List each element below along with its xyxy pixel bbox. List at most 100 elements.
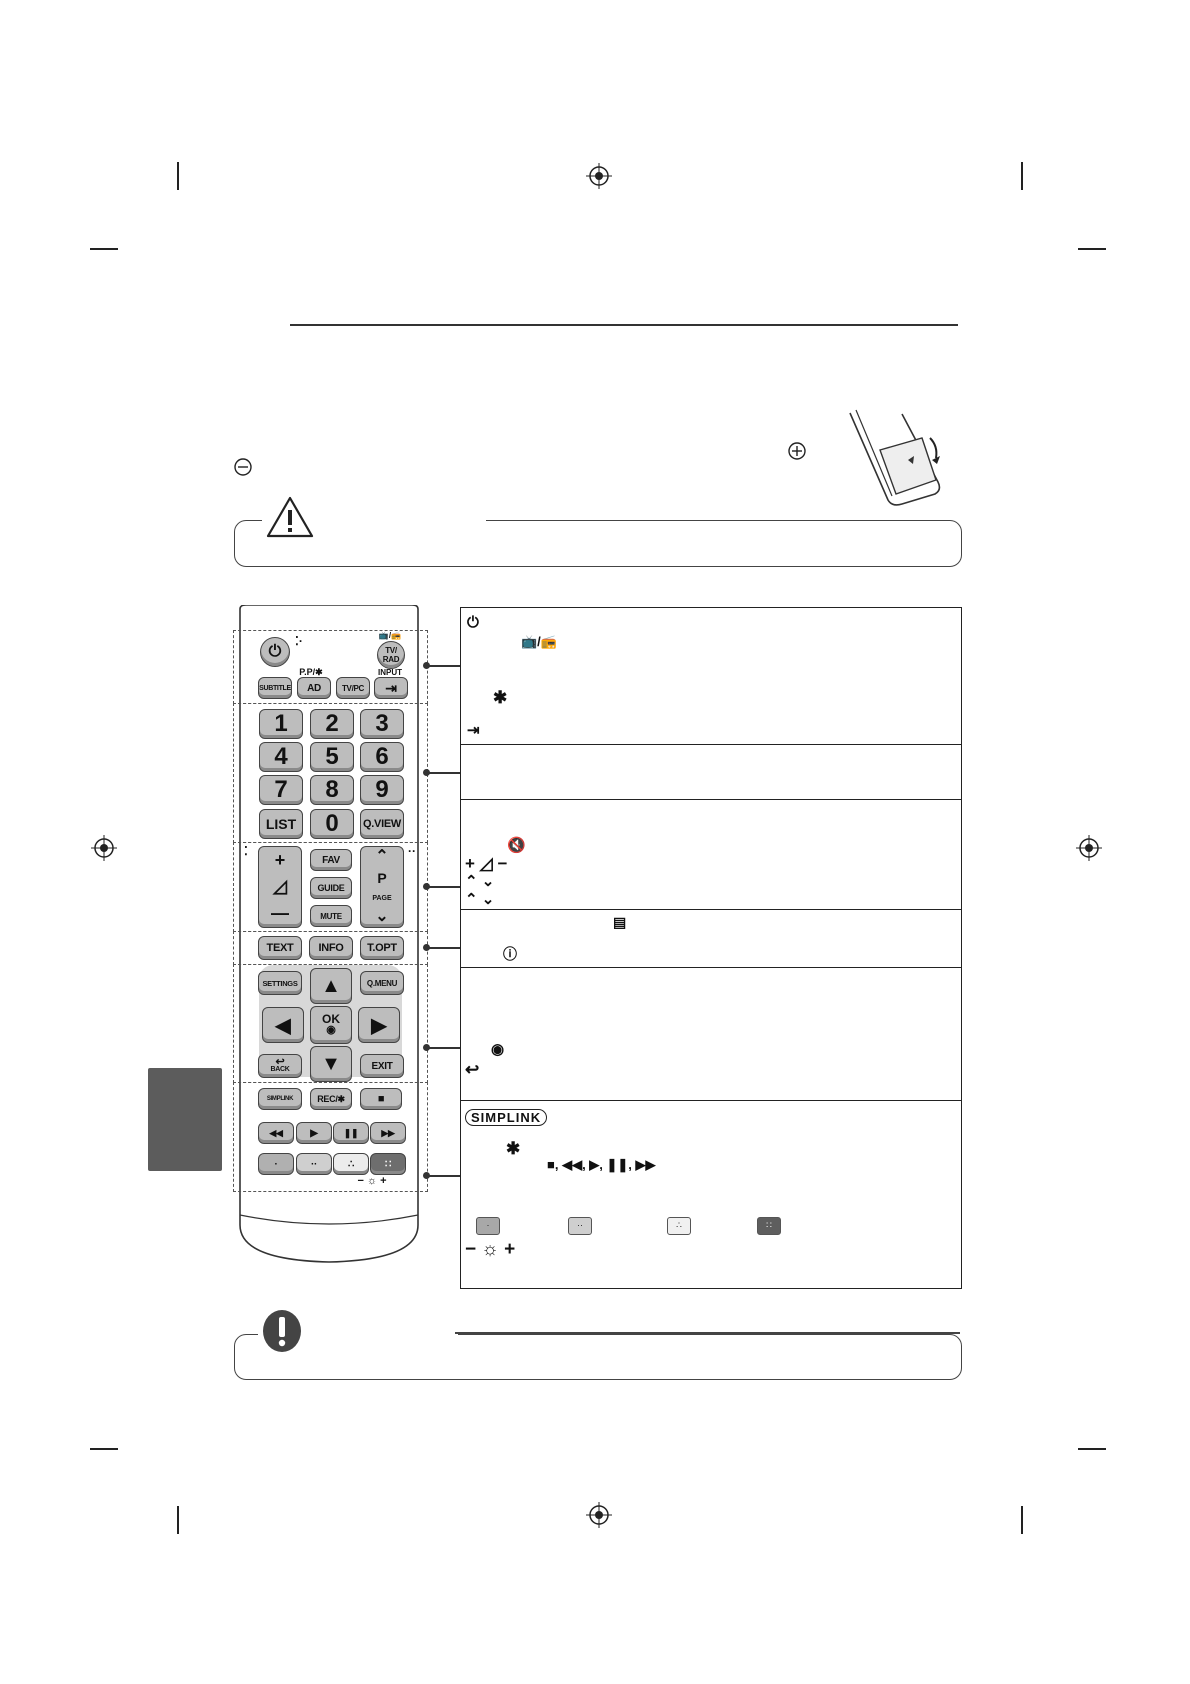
digit-6-button[interactable]: 6 <box>360 742 404 772</box>
fast-forward-button[interactable]: ▶▶ <box>370 1122 406 1144</box>
back-icon: ↩ <box>465 1060 480 1079</box>
volume-icons: + ◿ − <box>465 854 508 873</box>
settings-button[interactable]: SETTINGS <box>258 971 302 995</box>
yellow-key-button[interactable]: ∴ <box>333 1153 369 1175</box>
back-button[interactable]: ↩BACK <box>258 1054 302 1078</box>
crop-mark <box>90 1448 118 1450</box>
info-icon: ⓘ <box>503 946 517 962</box>
page-label: PAGE <box>372 894 392 902</box>
desc-section-volume: 🔇 + ◿ − ⌃ ⌄ ⌃ ⌄ <box>461 799 961 910</box>
digit-5-button[interactable]: 5 <box>310 742 354 772</box>
red-key-chip: · <box>476 1217 500 1235</box>
tv-pc-button[interactable]: TV/PC <box>336 677 370 699</box>
desc-section-power: ⏻ 📺/📻 ✱ ⇥ <box>461 608 961 744</box>
crop-mark <box>90 248 118 250</box>
right-arrow-button[interactable]: ▶ <box>358 1007 400 1043</box>
fav-button[interactable]: FAV <box>310 849 352 871</box>
channel-down-icon[interactable]: ⌄ <box>375 907 389 925</box>
group-playback <box>233 1082 428 1192</box>
channel-icons: ⌃ ⌄ <box>465 873 495 890</box>
mute-icon: 🔇 <box>507 837 526 854</box>
crop-mark <box>177 1506 179 1534</box>
ppi-label: P.P/✱ <box>299 667 323 677</box>
digit-0-button[interactable]: 0 <box>310 809 354 839</box>
crop-mark <box>1021 162 1023 190</box>
up-arrow-button[interactable]: ▲ <box>310 968 352 1004</box>
info-button[interactable]: INFO <box>309 936 353 960</box>
pause-button[interactable]: ❚❚ <box>333 1122 369 1144</box>
input-label: INPUT <box>378 668 402 677</box>
ok-button[interactable]: OK◉ <box>310 1006 352 1044</box>
digit-4-button[interactable]: 4 <box>259 742 303 772</box>
guide-button[interactable]: GUIDE <box>310 877 352 899</box>
play-button[interactable]: ▶ <box>296 1122 332 1144</box>
ok-icon: ◉ <box>491 1041 505 1058</box>
q-menu-button[interactable]: Q.MENU <box>360 971 404 995</box>
q-view-button[interactable]: Q.VIEW <box>360 809 404 839</box>
registration-mark-icon <box>586 1502 612 1528</box>
blue-key-button[interactable]: ∷ <box>370 1153 406 1175</box>
tv-rad-button[interactable]: TV/ RAD <box>377 641 405 669</box>
volume-rocker[interactable]: + ◿ — <box>258 846 302 928</box>
rec-button[interactable]: REC/✱ <box>310 1088 352 1110</box>
desc-section-navigation: ◉ ↩ <box>461 967 961 1101</box>
volume-up-icon[interactable]: + <box>274 849 286 870</box>
plus-terminal-icon <box>788 442 806 460</box>
tv-dots: ⁚· <box>295 634 303 648</box>
crop-mark <box>1078 1448 1106 1450</box>
ok-label: OK <box>322 1012 340 1026</box>
caution-gap <box>320 519 486 522</box>
section-tab <box>148 1068 222 1171</box>
leader-dot <box>423 1172 430 1179</box>
desc-section-playback: SIMPLINK ✱ ■, ◀◀, ▶, ❚❚, ▶▶ · ·· ∴ ∷ − ☼… <box>461 1100 961 1287</box>
leader-dot <box>423 883 430 890</box>
mute-button[interactable]: MUTE <box>310 905 352 927</box>
exit-button[interactable]: EXIT <box>360 1054 404 1078</box>
brightness-label: − ☼ + <box>357 1175 387 1187</box>
digit-8-button[interactable]: 8 <box>310 775 354 805</box>
leader-dot <box>423 1044 430 1051</box>
leader-line <box>426 665 460 667</box>
green-key-button[interactable]: ·· <box>296 1153 332 1175</box>
simplink-button[interactable]: SIMPLINK <box>258 1088 302 1110</box>
stop-button[interactable]: ■ <box>360 1088 402 1110</box>
leader-line <box>426 1175 460 1177</box>
leader-dot <box>423 944 430 951</box>
channel-rocker[interactable]: ⌃ P PAGE ⌄ <box>360 846 404 928</box>
ad-button[interactable]: AD <box>297 677 331 699</box>
text-button[interactable]: TEXT <box>258 936 302 960</box>
digit-1-button[interactable]: 1 <box>259 709 303 739</box>
leader-line <box>426 772 460 774</box>
crop-mark <box>177 162 179 190</box>
blue-key-chip: ∷ <box>757 1217 781 1235</box>
left-arrow-button[interactable]: ◀ <box>262 1007 304 1043</box>
desc-section-teletext: ▤ ⓘ <box>461 909 961 968</box>
digit-3-button[interactable]: 3 <box>360 709 404 739</box>
registration-mark-icon <box>91 835 117 861</box>
power-button[interactable]: ⏻ <box>260 637 290 667</box>
down-arrow-button[interactable]: ▼ <box>310 1046 352 1082</box>
rewind-button[interactable]: ◀◀ <box>258 1122 294 1144</box>
volume-down-icon[interactable]: — <box>271 903 289 924</box>
digit-2-button[interactable]: 2 <box>310 709 354 739</box>
page-icons: ⌃ ⌄ <box>465 891 495 908</box>
digit-7-button[interactable]: 7 <box>259 775 303 805</box>
digit-9-button[interactable]: 9 <box>360 775 404 805</box>
power-icon: ⏻ <box>467 614 479 631</box>
channel-up-icon[interactable]: ⌃ <box>375 848 389 866</box>
battery-cover-illustration <box>849 409 941 506</box>
leader-line <box>426 947 460 949</box>
list-button[interactable]: LIST <box>259 809 303 839</box>
desc-section-numbers <box>461 744 961 800</box>
subtitle-button[interactable]: SUBTITLE <box>258 677 292 699</box>
input-button[interactable]: ⇥ <box>374 677 408 699</box>
red-key-button[interactable]: · <box>258 1153 294 1175</box>
header-rule <box>290 324 958 326</box>
leader-dot <box>423 769 430 776</box>
note-box <box>234 1334 962 1380</box>
input-icon: ⇥ <box>467 722 480 739</box>
caution-box <box>234 520 962 567</box>
t-opt-button[interactable]: T.OPT <box>360 936 404 960</box>
star-icon: ✱ <box>493 688 508 707</box>
brightness-icons: − ☼ + <box>465 1239 516 1260</box>
